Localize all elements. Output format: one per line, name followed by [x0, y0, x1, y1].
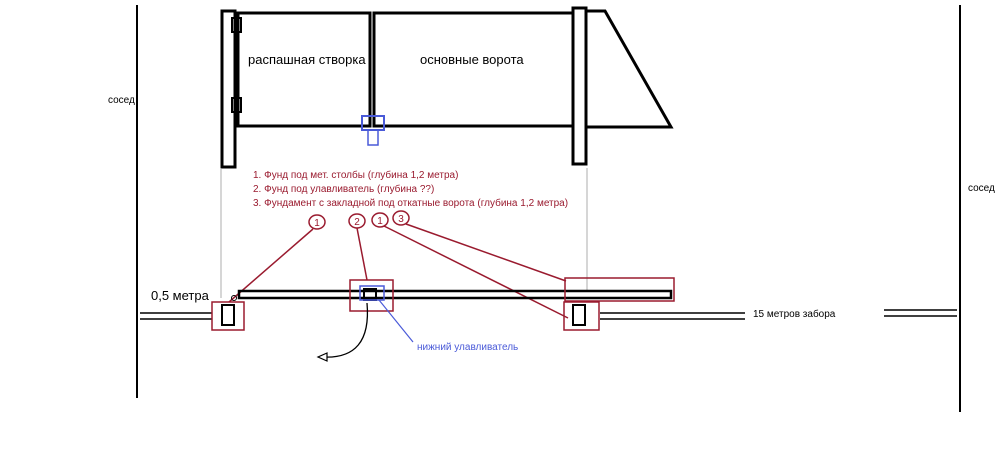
- catcher-pointer-line: [378, 299, 414, 343]
- swing-leaf-frame: [236, 11, 372, 128]
- half-meter-label: 0,5 метра: [151, 288, 210, 303]
- swing-leaf-label: распашная створка: [248, 52, 366, 67]
- leader-1b: [383, 225, 569, 319]
- rail-foundation: [564, 277, 675, 302]
- gate-tail-triangle: [586, 9, 674, 129]
- upper-catcher-stem: [367, 129, 379, 146]
- marker-3: 3: [398, 214, 404, 225]
- bottom-catcher-label: нижний улавливатель: [417, 342, 518, 353]
- leader-3: [405, 223, 567, 282]
- marker-circle-3: [392, 210, 410, 226]
- marker-circle-1b: [371, 212, 389, 228]
- right-post: [571, 6, 588, 166]
- marker-circle-1a: [308, 214, 326, 230]
- left-post-plan: [221, 304, 235, 326]
- left-post-foundation: [211, 301, 245, 331]
- right-post-plan: [572, 304, 586, 326]
- note-2: 2. Фунд под улавливатель (глубина ??): [253, 183, 434, 195]
- catcher-foundation: [349, 279, 394, 312]
- gate-rail-plan: [237, 289, 673, 300]
- note-3: 3. Фундамент с закладной под откатные во…: [253, 197, 568, 209]
- fence-length-label: 15 метров забора: [753, 308, 836, 320]
- note-1: 1. Фунд под мет. столбы (глубина 1,2 мет…: [253, 169, 458, 181]
- right-post-foundation: [563, 301, 600, 331]
- main-gate-frame: [372, 11, 575, 128]
- neighbor-right-label: сосед: [968, 183, 995, 194]
- marker-2: 2: [354, 217, 360, 228]
- marker-1b: 1: [377, 216, 383, 227]
- marker-1a: 1: [314, 218, 320, 229]
- left-post: [220, 9, 237, 169]
- swing-arc: [321, 302, 369, 358]
- main-gate-label: основные ворота: [420, 52, 524, 67]
- leader-2: [356, 227, 368, 281]
- pivot-point: [231, 295, 237, 301]
- bottom-catcher-outline: [359, 285, 385, 301]
- neighbor-left-label: сосед: [108, 95, 135, 106]
- swing-arrow-head: [316, 352, 328, 362]
